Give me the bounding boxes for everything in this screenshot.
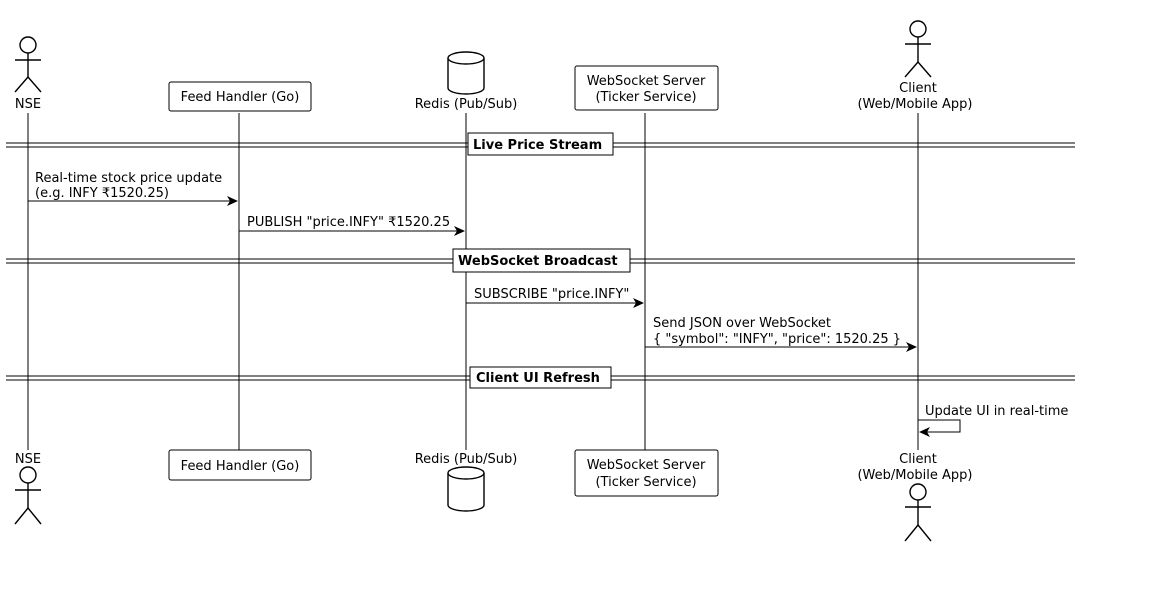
- participant-redis-top: Redis (Pub/Sub): [415, 51, 518, 112]
- message-subscribe: SUBSCRIBE "price.INFY": [466, 287, 644, 308]
- arrowhead-icon: [633, 298, 644, 308]
- participant-feed-handler-bottom: Feed Handler (Go): [168, 449, 312, 481]
- section-divider-client-ui-refresh: Client UI Refresh: [6, 366, 1075, 389]
- participant-label-client-line2: (Web/Mobile App): [857, 97, 972, 112]
- message-label-line1: Real-time stock price update: [35, 171, 222, 186]
- arrowhead-icon: [906, 342, 917, 352]
- message-update-ui: Update UI in real-time: [918, 404, 1068, 437]
- person-icon: [14, 466, 42, 525]
- person-icon: [904, 20, 932, 78]
- message-publish: PUBLISH "price.INFY" ₹1520.25: [239, 215, 465, 236]
- section-label: Live Price Stream: [473, 138, 602, 153]
- person-icon: [14, 36, 42, 93]
- participant-label-websocket-server-line2: (Ticker Service): [595, 90, 696, 105]
- database-icon: [447, 51, 485, 95]
- actor-nse-top: NSE: [14, 36, 42, 112]
- section-divider-live-price-stream: Live Price Stream: [6, 132, 1075, 156]
- actor-nse-bottom: NSE: [14, 452, 42, 525]
- person-icon: [904, 483, 932, 542]
- message-label-line2: { "symbol": "INFY", "price": 1520.25 }: [653, 332, 901, 347]
- message-label: SUBSCRIBE "price.INFY": [474, 287, 629, 302]
- participant-label-feed-handler: Feed Handler (Go): [181, 90, 300, 105]
- participant-label-feed-handler: Feed Handler (Go): [181, 459, 300, 474]
- arrowhead-icon: [919, 427, 930, 437]
- actor-client-top: Client (Web/Mobile App): [857, 20, 973, 112]
- participant-label-nse: NSE: [15, 452, 41, 467]
- participant-websocket-server-top: WebSocket Server (Ticker Service): [574, 65, 719, 111]
- participant-redis-bottom: Redis (Pub/Sub): [415, 452, 518, 512]
- message-label-line2: (e.g. INFY ₹1520.25): [35, 186, 169, 201]
- participant-label-websocket-server-line1: WebSocket Server: [587, 458, 706, 473]
- section-divider-websocket-broadcast: WebSocket Broadcast: [6, 248, 1075, 273]
- message-send-json: Send JSON over WebSocket { "symbol": "IN…: [645, 316, 917, 352]
- participant-websocket-server-bottom: WebSocket Server (Ticker Service): [574, 449, 719, 497]
- message-label-line1: Send JSON over WebSocket: [653, 316, 831, 331]
- participant-label-nse: NSE: [15, 97, 41, 112]
- section-label: Client UI Refresh: [476, 371, 600, 386]
- section-label: WebSocket Broadcast: [458, 254, 618, 269]
- message-label: Update UI in real-time: [925, 404, 1068, 419]
- message-price-update: Real-time stock price update (e.g. INFY …: [28, 171, 238, 206]
- database-icon: [447, 466, 485, 512]
- message-label: PUBLISH "price.INFY" ₹1520.25: [247, 215, 450, 230]
- participant-label-client-line2: (Web/Mobile App): [857, 468, 972, 483]
- arrowhead-icon: [227, 196, 238, 206]
- actor-client-bottom: Client (Web/Mobile App): [857, 452, 973, 542]
- participant-label-client-line1: Client: [899, 81, 937, 96]
- arrowhead-icon: [454, 226, 465, 236]
- participant-label-redis: Redis (Pub/Sub): [415, 97, 518, 112]
- participant-label-websocket-server-line2: (Ticker Service): [595, 475, 696, 490]
- participant-label-redis: Redis (Pub/Sub): [415, 452, 518, 467]
- participant-feed-handler-top: Feed Handler (Go): [168, 81, 312, 112]
- participant-label-client-line1: Client: [899, 452, 937, 467]
- participant-label-websocket-server-line1: WebSocket Server: [587, 74, 706, 89]
